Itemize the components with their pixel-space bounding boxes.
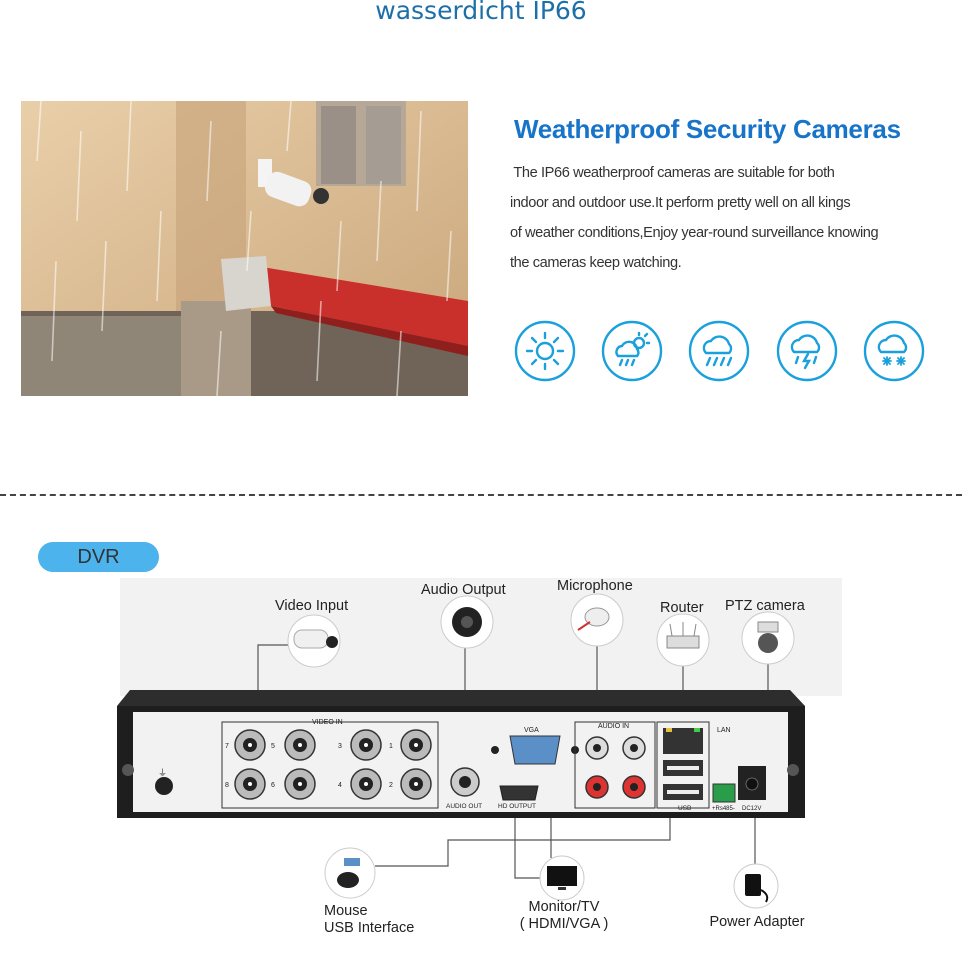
port-number: 8 [225, 782, 229, 789]
microphone-icon [570, 593, 624, 647]
monitor-icon [539, 855, 585, 901]
rain-icon [688, 320, 750, 382]
thunderstorm-icon [776, 320, 838, 382]
sun-rain-icon [601, 320, 663, 382]
description-line: indoor and outdoor use.It perform pretty… [510, 195, 851, 211]
video-input-label: Video Input [275, 598, 349, 614]
mouse-label: Mouse USB Interface [324, 903, 414, 937]
monitor-label-line1: Monitor/TV [528, 899, 600, 915]
speaker-icon [440, 595, 494, 649]
monitor-label-line2: ( HDMI/VGA ) [519, 916, 609, 932]
hd-output-label: HD OUTPUT [498, 803, 536, 810]
rs485-label: +Rs485- [712, 806, 735, 812]
port-number: 5 [271, 743, 275, 750]
page-title: wasserdicht IP66 [375, 0, 587, 25]
description-line: The IP66 weatherproof cameras are suitab… [510, 165, 835, 181]
video-camera-icon [287, 614, 341, 668]
router-label: Router [660, 600, 704, 616]
port-number: 2 [389, 782, 393, 789]
port-number: 3 [338, 743, 342, 750]
ptz-camera-icon [741, 611, 795, 665]
dc12v-label: DC12V [742, 806, 761, 812]
power-adapter-icon [733, 863, 779, 909]
port-number: 7 [225, 743, 229, 750]
router-icon [656, 613, 710, 667]
sun-icon [514, 320, 576, 382]
port-number: 1 [389, 743, 393, 750]
weatherproof-title: Weatherproof Security Cameras [514, 114, 901, 144]
svg-text:⏚: ⏚ [158, 768, 167, 778]
video-in-label: VIDEO IN [312, 719, 343, 726]
mouse-label-line2: USB Interface [324, 920, 415, 936]
port-number: 6 [271, 782, 275, 789]
weatherproof-description: The IP66 weatherproof cameras are suitab… [510, 158, 930, 278]
description-line: of weather conditions,Enjoy year-round s… [510, 225, 879, 241]
dashed-divider [0, 494, 962, 496]
mouse-icon [324, 847, 376, 899]
usb-label: USB [678, 805, 691, 812]
port-number: 4 [338, 782, 342, 789]
power-adapter-label: Power Adapter [709, 914, 805, 930]
audio-output-label: Audio Output [421, 582, 506, 598]
dvr-rear-panel: ⏚ [117, 690, 805, 818]
monitor-label: Monitor/TV ( HDMI/VGA ) [512, 899, 616, 933]
audio-in-label: AUDIO IN [598, 723, 629, 730]
ptz-camera-label: PTZ camera [725, 598, 805, 614]
snow-icon [863, 320, 925, 382]
mouse-label-line1: Mouse [324, 903, 368, 919]
dvr-badge: DVR [38, 542, 159, 572]
audio-out-label: AUDIO OUT [446, 803, 482, 810]
description-line: the cameras keep watching. [510, 255, 682, 271]
vga-label: VGA [524, 727, 539, 734]
lan-label: LAN [717, 727, 731, 734]
rain-building-photo [21, 101, 468, 396]
microphone-label: Microphone [557, 578, 633, 594]
